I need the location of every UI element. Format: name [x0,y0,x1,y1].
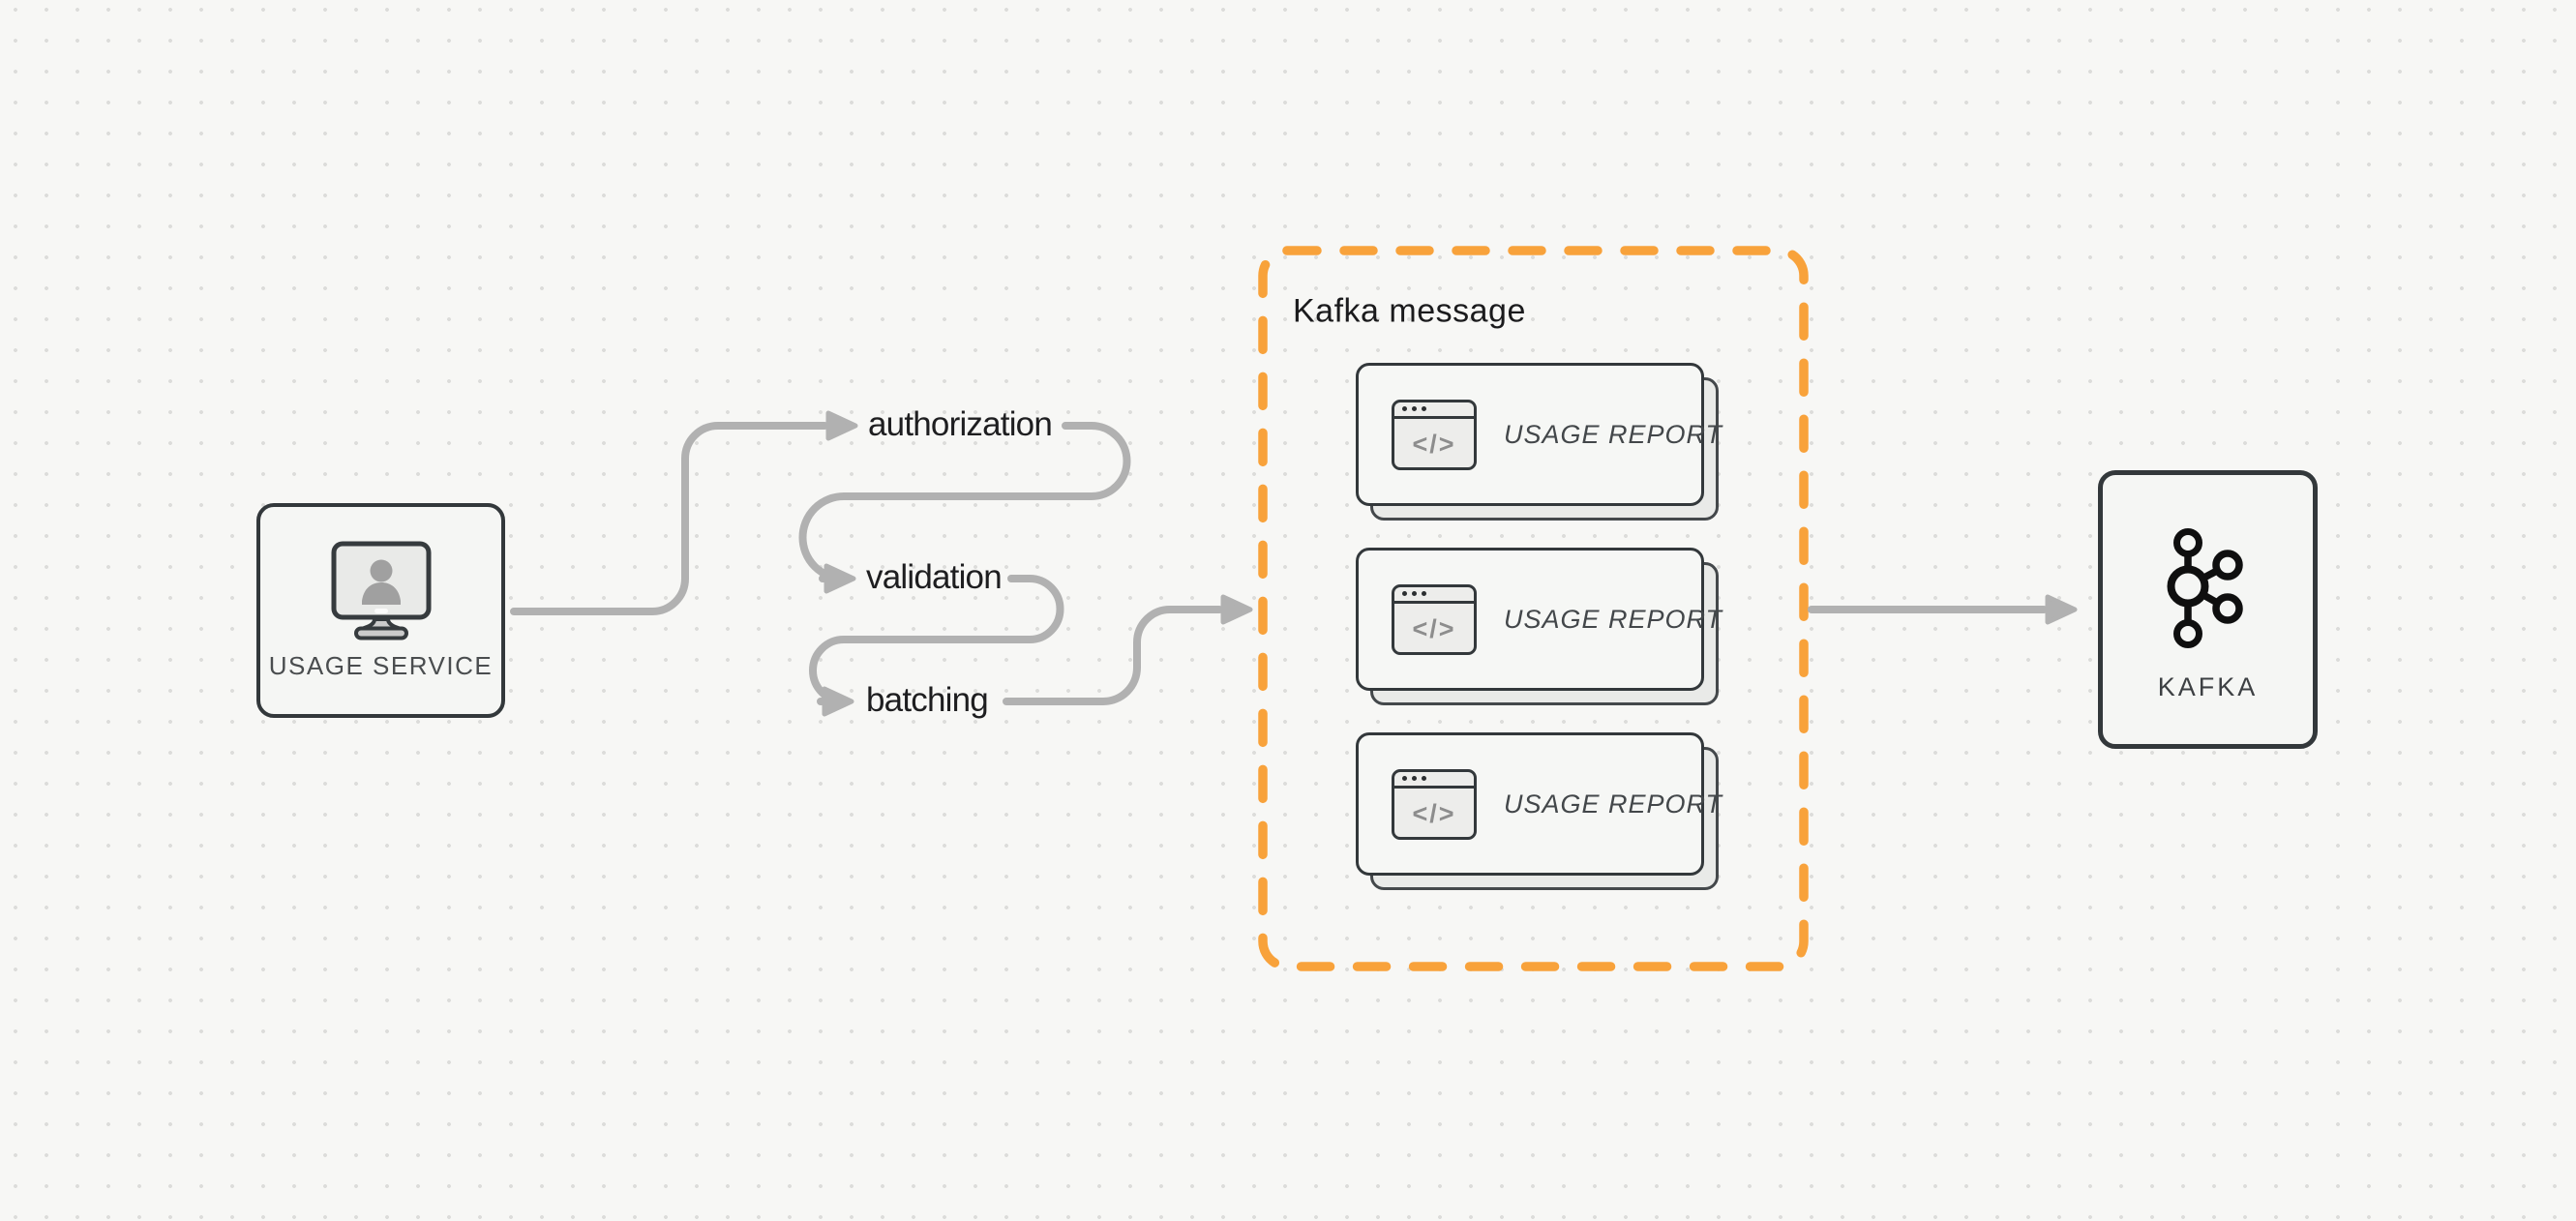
usage-report-card[interactable]: </> USAGE REPORT [1356,363,1722,521]
kafka-label: KAFKA [2157,671,2259,701]
connector-authorization-to-validation [798,422,1131,582]
usage-report-label: USAGE REPORT [1504,604,1723,634]
kafka-message-group-boundary [1258,246,1809,971]
monitor-user-icon [331,541,431,640]
usage-service-node[interactable]: USAGE SERVICE [256,503,505,718]
usage-report-label: USAGE REPORT [1504,789,1723,819]
arrowhead-icon [825,410,858,441]
code-glyph: </> [1412,798,1456,828]
code-glyph: </> [1412,613,1456,643]
usage-report-label: USAGE REPORT [1504,419,1723,449]
connector-usage-to-authorization [510,422,828,615]
step-label-batching[interactable]: batching [866,681,989,720]
connector-validation-to-batching [809,575,1064,705]
code-window-icon: </> [1392,583,1477,655]
arrowhead-icon [2045,594,2078,625]
usage-service-label: USAGE SERVICE [268,650,494,680]
code-window-icon: </> [1392,768,1477,840]
usage-report-card[interactable]: </> USAGE REPORT [1356,732,1722,890]
kafka-logo-icon [2167,527,2243,648]
code-window-icon: </> [1392,399,1477,470]
connector-batching-to-kafka-message [1003,606,1223,705]
kafka-node[interactable]: KAFKA [2098,470,2318,749]
step-label-authorization[interactable]: authorization [868,405,1053,444]
arrowhead-icon [822,686,854,717]
arrowhead-icon [824,563,856,594]
arrowhead-icon [1220,594,1253,625]
step-label-validation[interactable]: validation [866,558,1003,597]
kafka-message-group-title[interactable]: Kafka message [1293,292,1526,330]
usage-report-card[interactable]: </> USAGE REPORT [1356,548,1722,705]
code-glyph: </> [1412,429,1456,459]
